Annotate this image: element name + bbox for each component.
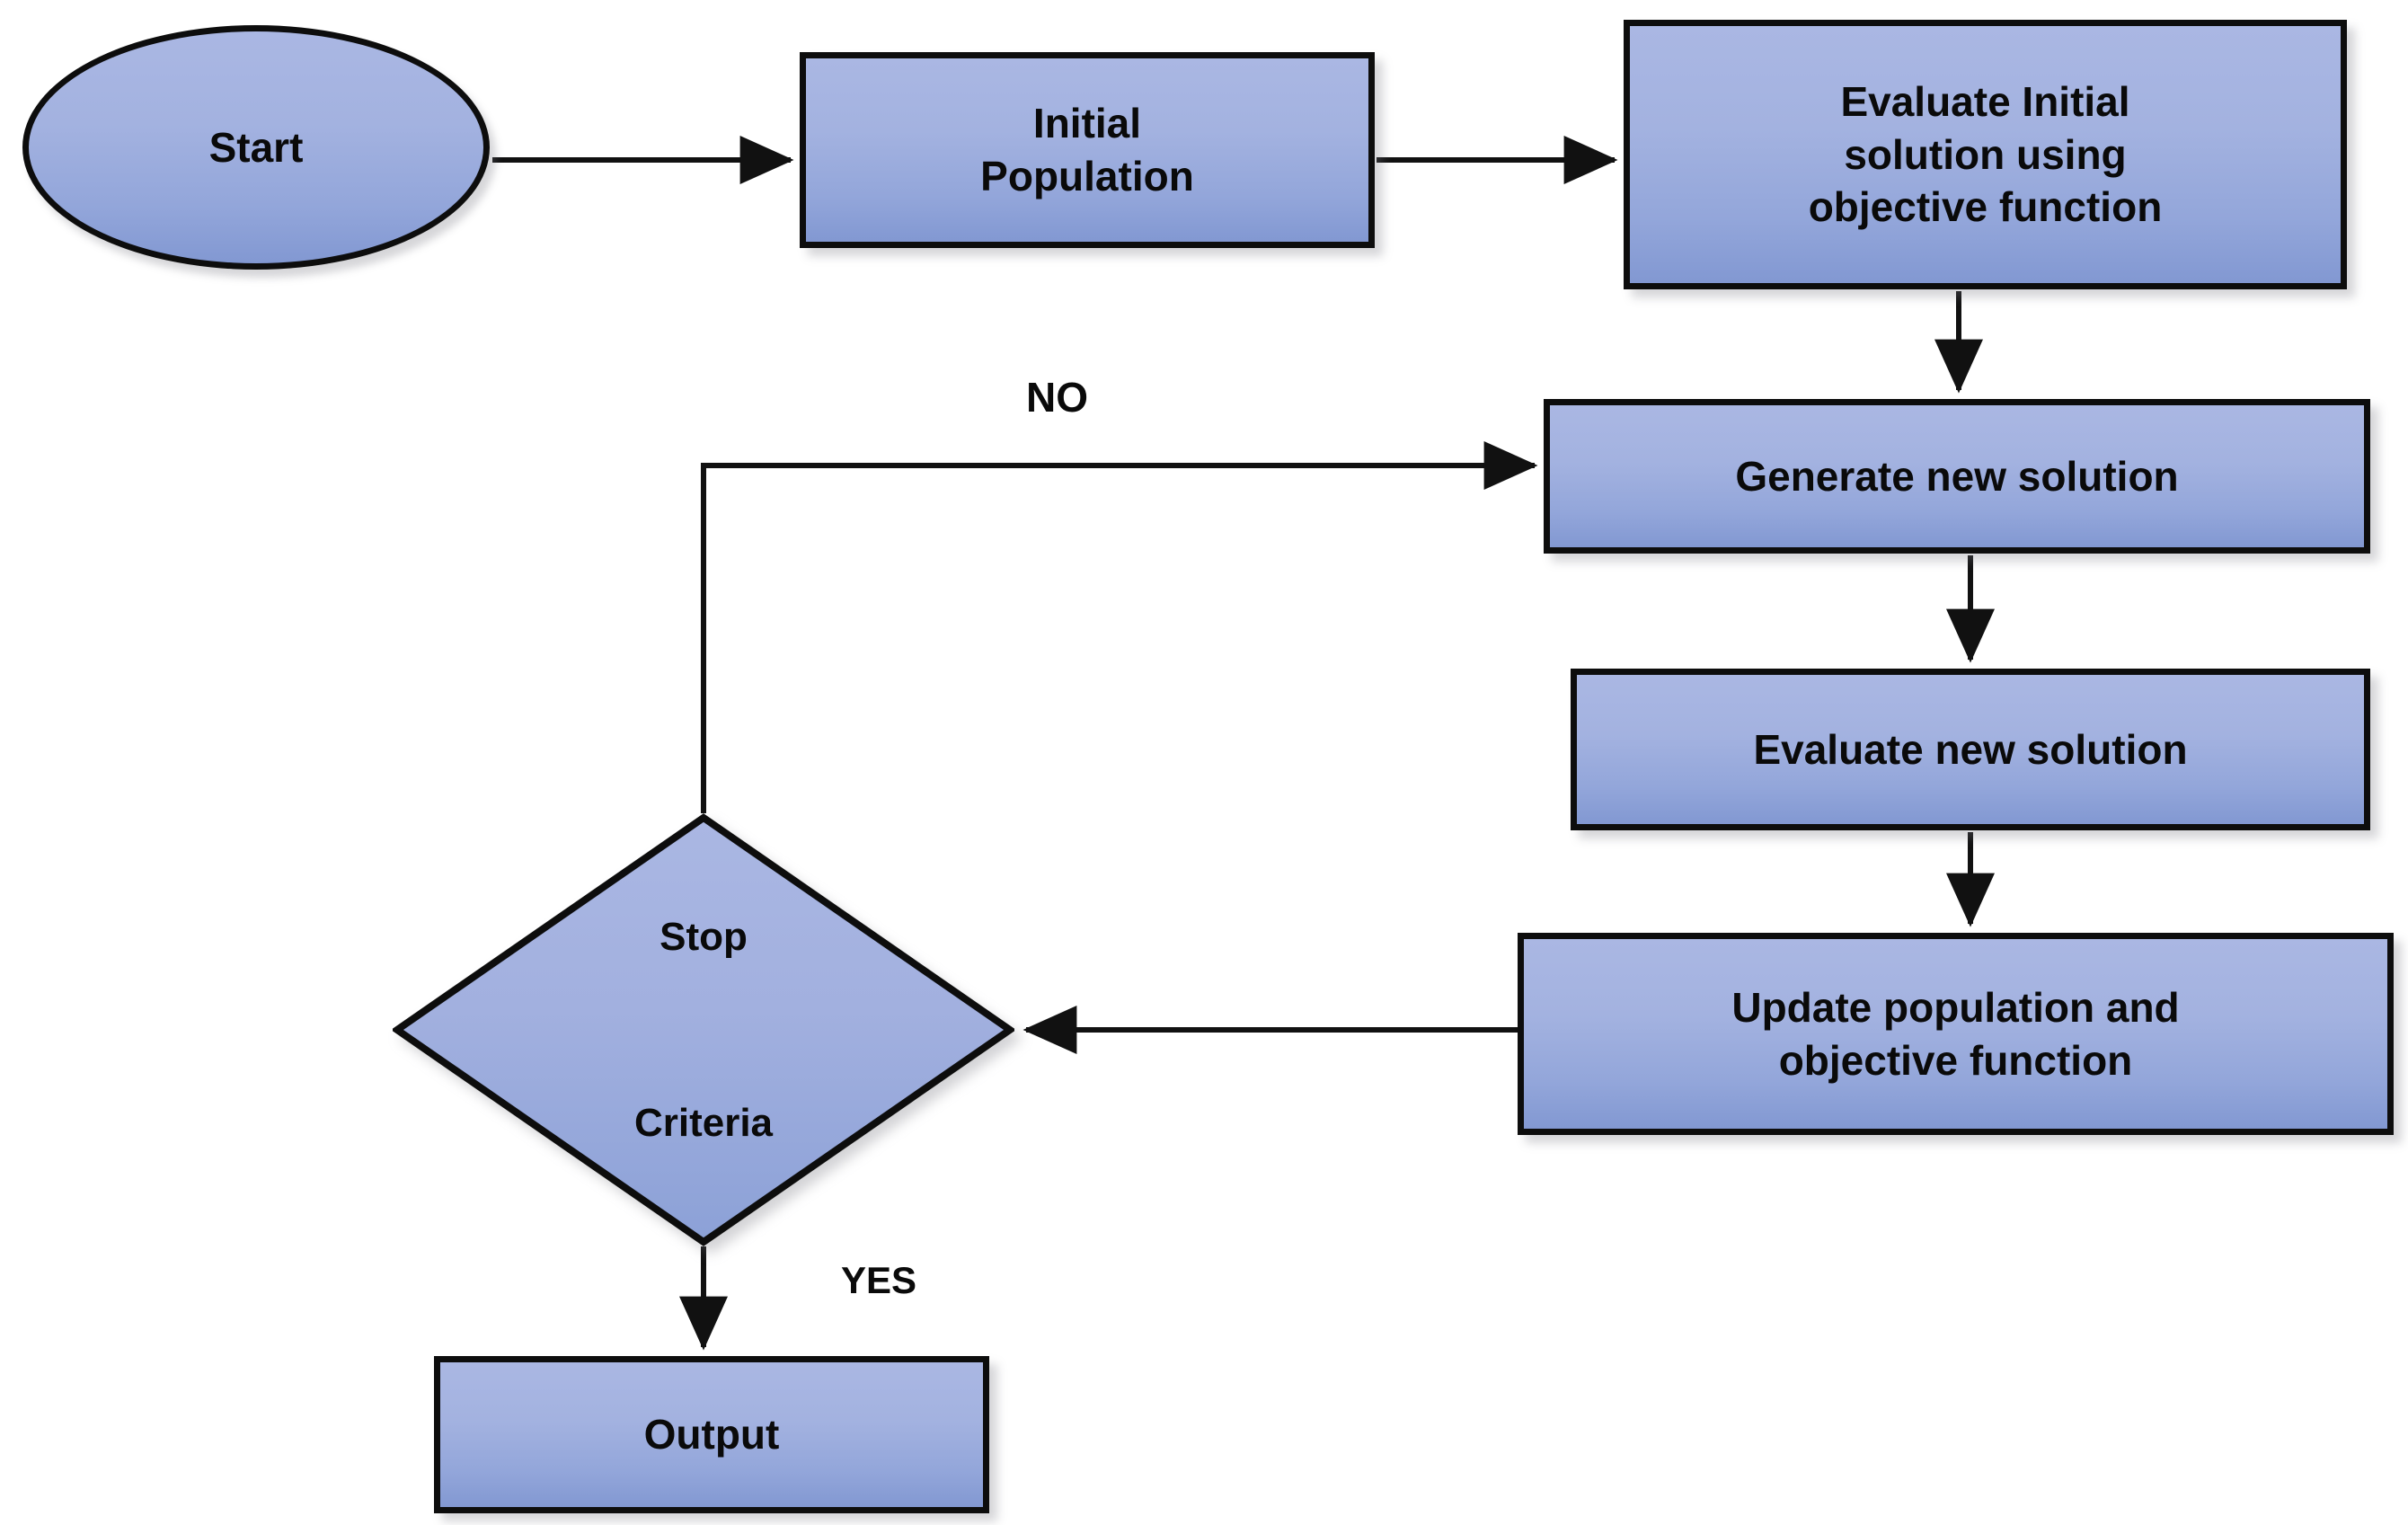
edge-stop-criteria-no-to-generate-new: [701, 441, 1538, 813]
edge-label-yes: YES: [841, 1259, 917, 1301]
node-start[interactable]: Start: [22, 25, 490, 270]
node-evaluate-initial-solution[interactable]: Evaluate Initial solution using objectiv…: [1624, 20, 2347, 289]
node-update-population-label: Update population and objective function: [1731, 983, 2180, 1084]
node-generate-new-solution[interactable]: Generate new solution: [1544, 399, 2370, 554]
node-evaluate-initial-solution-label: Evaluate Initial solution using objectiv…: [1808, 77, 2163, 231]
node-stop-criteria-label: Stop Criteria: [633, 914, 774, 1145]
diamond-shape: [393, 813, 1014, 1246]
node-evaluate-new-solution[interactable]: Evaluate new solution: [1571, 669, 2370, 830]
node-output[interactable]: Output: [434, 1356, 989, 1513]
node-evaluate-new-solution-label: Evaluate new solution: [1753, 725, 2188, 773]
node-initial-population[interactable]: Initial Population: [800, 52, 1375, 248]
node-update-population[interactable]: Update population and objective function: [1518, 933, 2394, 1135]
edge-label-no: NO: [1026, 374, 1088, 421]
node-output-label: Output: [643, 1411, 780, 1459]
node-initial-population-label: Initial Population: [980, 100, 1194, 199]
node-start-label: Start: [208, 123, 304, 171]
node-generate-new-solution-label: Generate new solution: [1735, 452, 2179, 500]
node-stop-criteria[interactable]: Stop Criteria: [393, 813, 1014, 1246]
